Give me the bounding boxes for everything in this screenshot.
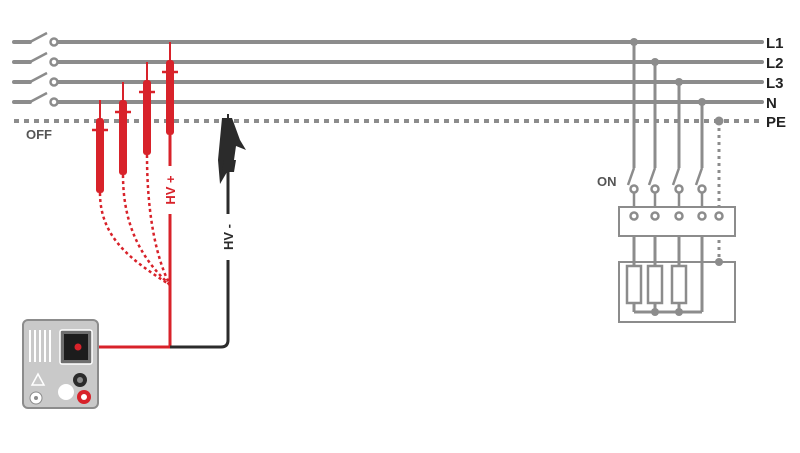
switch-icon xyxy=(29,91,59,107)
switch-icon xyxy=(29,31,59,47)
test-probe-icon xyxy=(139,62,155,155)
resistor-3 xyxy=(670,264,688,305)
switch-icon xyxy=(29,51,59,67)
instrument-icon xyxy=(22,319,99,409)
crocodile-clip-icon xyxy=(218,114,246,184)
label-pe: PE xyxy=(766,114,786,131)
switch-icon xyxy=(647,167,660,208)
label-l2: L2 xyxy=(766,55,784,72)
resistor-2 xyxy=(646,264,664,305)
label-n: N xyxy=(766,95,777,112)
switch-icon xyxy=(694,167,707,208)
label-l3: L3 xyxy=(766,75,784,92)
tap-junctions xyxy=(630,38,724,126)
on-label: ON xyxy=(597,174,617,189)
switch-icon xyxy=(626,167,639,208)
label-l1: L1 xyxy=(766,35,784,52)
off-label: OFF xyxy=(26,127,52,142)
load-taps xyxy=(632,42,721,262)
switch-icon xyxy=(29,71,59,87)
load-box xyxy=(618,258,736,323)
instrument-vent xyxy=(29,330,51,362)
test-probe-icon xyxy=(115,82,131,175)
hv-minus-label: HV - xyxy=(221,224,236,250)
warning-icon xyxy=(30,372,46,386)
hv-minus-lead xyxy=(170,160,230,349)
socket-icon xyxy=(58,384,74,400)
hv-plus-label: HV + xyxy=(163,175,178,205)
resistor-1 xyxy=(625,264,643,305)
test-probe-icon xyxy=(92,100,108,193)
load-switches xyxy=(626,167,707,208)
switch-icon xyxy=(671,167,684,208)
test-probe-icon xyxy=(162,42,178,135)
bus-lines xyxy=(12,40,764,123)
terminal-block xyxy=(618,206,736,237)
main-switches xyxy=(29,31,59,107)
